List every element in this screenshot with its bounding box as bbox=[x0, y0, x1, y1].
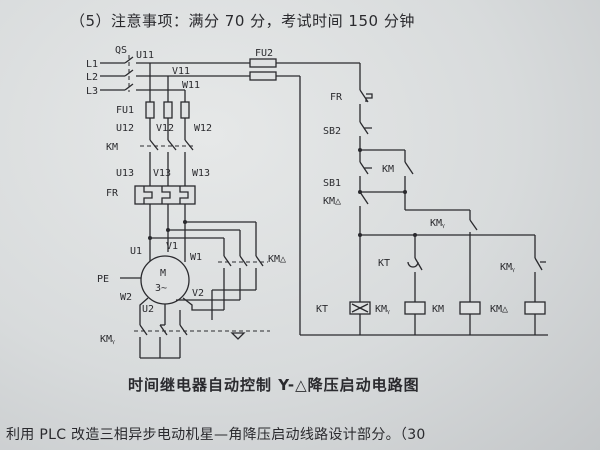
label-motor-3phase: 3~ bbox=[155, 283, 167, 294]
label-v13: V13 bbox=[153, 168, 171, 179]
label-v2: V2 bbox=[192, 288, 204, 299]
label-v11: V11 bbox=[172, 66, 190, 77]
label-u2: U2 bbox=[142, 304, 154, 315]
label-w2: W2 bbox=[120, 292, 132, 303]
coil-km-y bbox=[404, 301, 426, 315]
label-sb1: SB1 bbox=[323, 178, 341, 189]
label-coil-km-delta: KM△ bbox=[490, 304, 508, 315]
label-u11: U11 bbox=[136, 50, 154, 61]
label-fr-ctrl: FR bbox=[330, 92, 343, 103]
label-w13: W13 bbox=[192, 168, 210, 179]
control-circuit bbox=[249, 58, 548, 336]
label-coil-kt: KT bbox=[316, 304, 328, 315]
footer-text: 利用 PLC 改造三相异步电动机星—角降压启动线路设计部分。（30 bbox=[6, 427, 426, 443]
label-w1: W1 bbox=[190, 252, 202, 263]
label-fu1: FU1 bbox=[116, 105, 134, 116]
fuse-fu1-u bbox=[145, 101, 155, 119]
label-l2: L2 bbox=[86, 72, 98, 83]
label-v1: V1 bbox=[166, 241, 178, 252]
fuse-fu2-bottom bbox=[249, 71, 277, 81]
label-km-delta-nc: KM△ bbox=[323, 196, 341, 207]
label-coil-km: KM bbox=[432, 304, 444, 315]
label-fr-main: FR bbox=[106, 188, 119, 199]
exam-note: （5）注意事项：满分 70 分，考试时间 150 分钟 bbox=[70, 12, 415, 30]
label-u12: U12 bbox=[116, 123, 134, 134]
motor-tail-wires bbox=[134, 289, 270, 359]
label-kt-contact: KT bbox=[378, 258, 390, 269]
motor-feeds bbox=[148, 204, 268, 310]
label-u13: U13 bbox=[116, 168, 134, 179]
label-km-delta-main: KM△ bbox=[268, 254, 286, 265]
coil-km-delta bbox=[524, 301, 546, 315]
thermal-relay-fr bbox=[134, 185, 196, 205]
label-pe: PE bbox=[97, 274, 109, 285]
coil-km bbox=[459, 301, 481, 315]
label-km-y-right: KMᵧ bbox=[500, 262, 515, 273]
label-w12: W12 bbox=[194, 123, 212, 134]
label-fu2: FU2 bbox=[255, 48, 273, 59]
label-sb2: SB2 bbox=[323, 126, 341, 137]
label-w11: W11 bbox=[182, 80, 200, 91]
diagram-caption: 时间继电器自动控制 Y-△降压启动电路图 bbox=[128, 376, 420, 394]
phase-wires bbox=[140, 63, 195, 186]
label-km-ctrl: KM bbox=[382, 164, 394, 175]
label-u1: U1 bbox=[130, 246, 142, 257]
label-v12: V12 bbox=[156, 123, 174, 134]
fuse-fu2-top bbox=[249, 58, 277, 68]
fuse-fu1-v bbox=[163, 101, 173, 119]
label-l1: L1 bbox=[86, 59, 98, 70]
label-qs: QS bbox=[115, 45, 127, 56]
label-motor: M bbox=[160, 268, 166, 279]
fuse-fu1-w bbox=[180, 101, 190, 119]
label-km-main: KM bbox=[106, 142, 118, 153]
label-km-y-mid: KMᵧ bbox=[430, 218, 445, 229]
label-l3: L3 bbox=[86, 86, 98, 97]
motor-m bbox=[120, 255, 190, 305]
label-km-y-main: KMᵧ bbox=[100, 334, 115, 345]
label-coil-km-y: KMᵧ bbox=[375, 304, 390, 315]
